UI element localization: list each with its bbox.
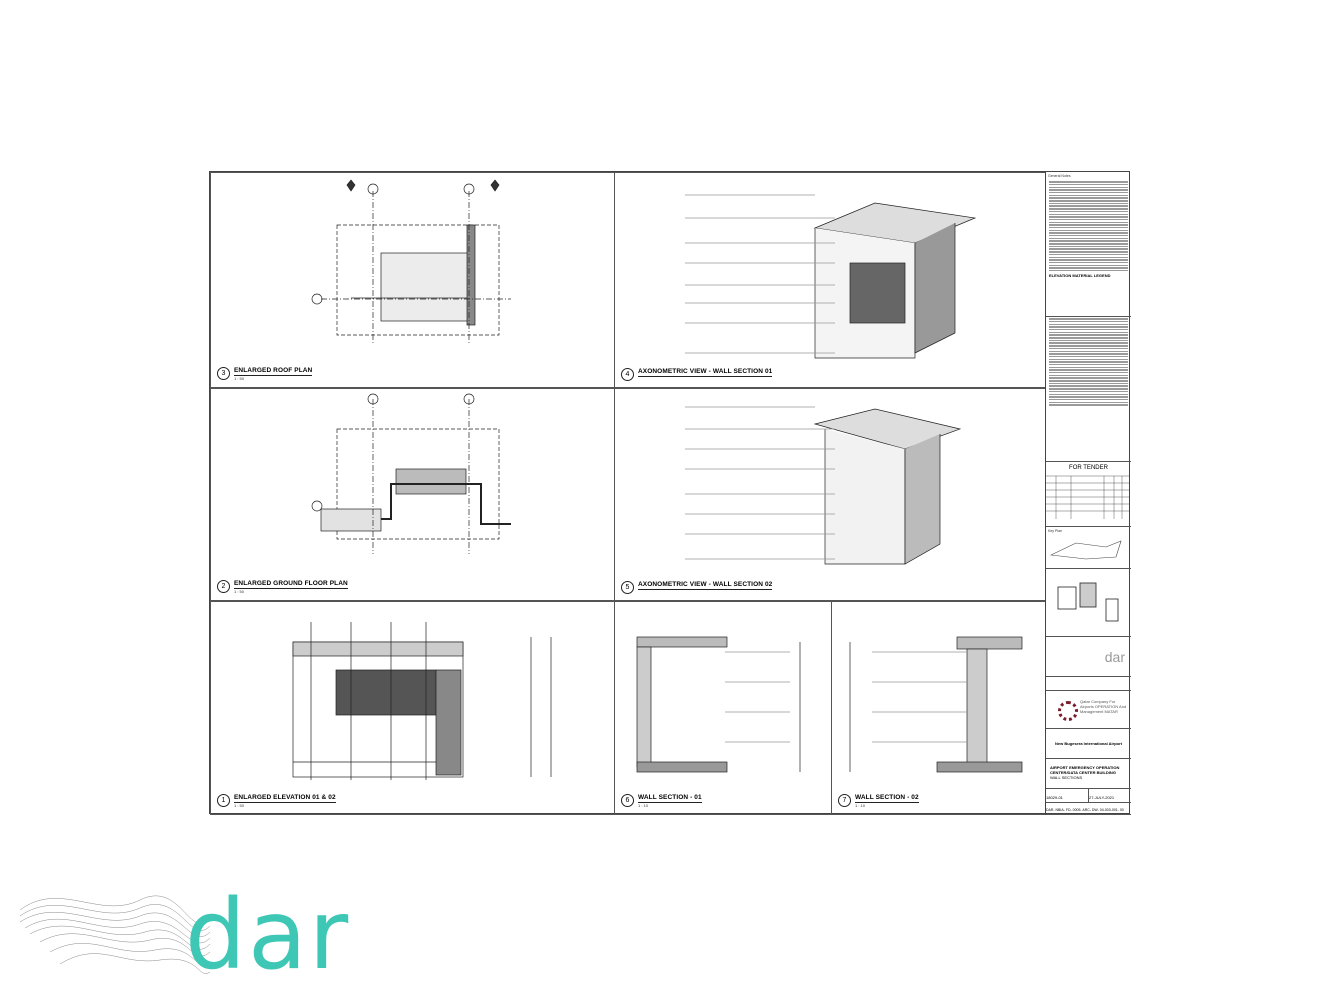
view-scale: 1 : 10: [638, 803, 649, 808]
view-title: AXONOMETRIC VIEW - WALL SECTION 02: [638, 581, 773, 590]
general-notes: General Notes ELEVATION MATERIAL LEGEND: [1046, 172, 1131, 317]
axonometric-01-drawing: [685, 194, 977, 359]
key-plan: Key Plan: [1046, 527, 1131, 569]
viewport-axonometric-02: 5 AXONOMETRIC VIEW - WALL SECTION 02: [614, 388, 1046, 601]
wall-section-02-drawing: [849, 636, 1023, 773]
view-scale: 1 : 50: [234, 376, 245, 381]
project-number: 18029-01: [1046, 789, 1089, 802]
sheet-title-line-3: WALL SECTIONS: [1050, 775, 1083, 780]
title-block: General Notes ELEVATION MATERIAL LEGEND …: [1045, 172, 1131, 815]
wall-section-01-drawing: [636, 636, 801, 773]
sheet-title-block: AIRPORT EMERGENCY OPERATION CENTER/DATA …: [1046, 759, 1131, 789]
view-title: ENLARGED ROOF PLAN: [234, 367, 313, 376]
view-number: 3: [217, 367, 230, 380]
key-plan-label: Key Plan: [1048, 529, 1063, 533]
dar-wave-graphic: [20, 895, 211, 974]
view-scale: 1 : 10: [855, 803, 866, 808]
status-label: FOR TENDER: [1069, 465, 1108, 471]
roof-plan-drawing: [311, 179, 511, 343]
drawing-number: DAR- NBIA- FD- 0005- ARC- DW- 04-003-001…: [1046, 803, 1131, 815]
project-block: New Bugesera International Airport: [1046, 729, 1131, 759]
revision-table: FOR TENDER: [1046, 462, 1131, 527]
client-block: Qatar Company For Airports OPERATION And…: [1046, 691, 1131, 729]
view-scale: 1 : 50: [234, 589, 245, 594]
client-logo-icon: [1058, 701, 1078, 721]
view-number: 4: [621, 368, 634, 381]
key-plan-detail: [1046, 569, 1131, 637]
client-name: Qatar Company For Airports OPERATION And…: [1080, 699, 1127, 714]
sub-consultant: [1046, 677, 1131, 691]
key-plan-detail-drawing: [1057, 582, 1119, 622]
view-title: WALL SECTION - 02: [855, 794, 919, 803]
axonometric-02-drawing: [685, 406, 962, 565]
ground-plan-drawing: [311, 393, 511, 554]
view-title: ENLARGED GROUND FLOOR PLAN: [234, 580, 348, 589]
consultant-logo-text: dar: [1104, 649, 1125, 665]
project-name: New Bugesera International Airport: [1055, 741, 1122, 746]
view-title: WALL SECTION - 01: [638, 794, 702, 803]
legend-heading: ELEVATION MATERIAL LEGEND: [1049, 272, 1111, 278]
sheet-title-line-1: AIRPORT EMERGENCY OPERATION: [1050, 765, 1120, 770]
view-number: 5: [621, 581, 634, 594]
revision-grid: [1046, 475, 1130, 519]
view-number: 6: [621, 794, 634, 807]
view-title: ENLARGED ELEVATION 01 & 02: [234, 794, 336, 803]
view-number: 1: [217, 794, 230, 807]
project-info-row: 18029-01 27-JULY-2021: [1046, 789, 1131, 803]
material-legend: [1046, 317, 1131, 462]
viewport-axonometric-01: 4 AXONOMETRIC VIEW - WALL SECTION 01: [614, 172, 1046, 388]
consultant-logo: dar: [1046, 637, 1131, 677]
key-plan-map: [1049, 540, 1122, 560]
general-notes-heading: General Notes: [1048, 174, 1071, 178]
view-title: AXONOMETRIC VIEW - WALL SECTION 01: [638, 368, 773, 377]
view-number: 7: [838, 794, 851, 807]
sheet-date: 27-JULY-2021: [1089, 795, 1115, 800]
dar-logo-text: dar: [185, 879, 351, 991]
elevation-drawing: [292, 622, 552, 780]
view-number: 2: [217, 580, 230, 593]
sheet-title-line-2: CENTER/DATA CENTER BUILDING: [1050, 770, 1116, 775]
view-scale: 1 : 50: [234, 803, 245, 808]
